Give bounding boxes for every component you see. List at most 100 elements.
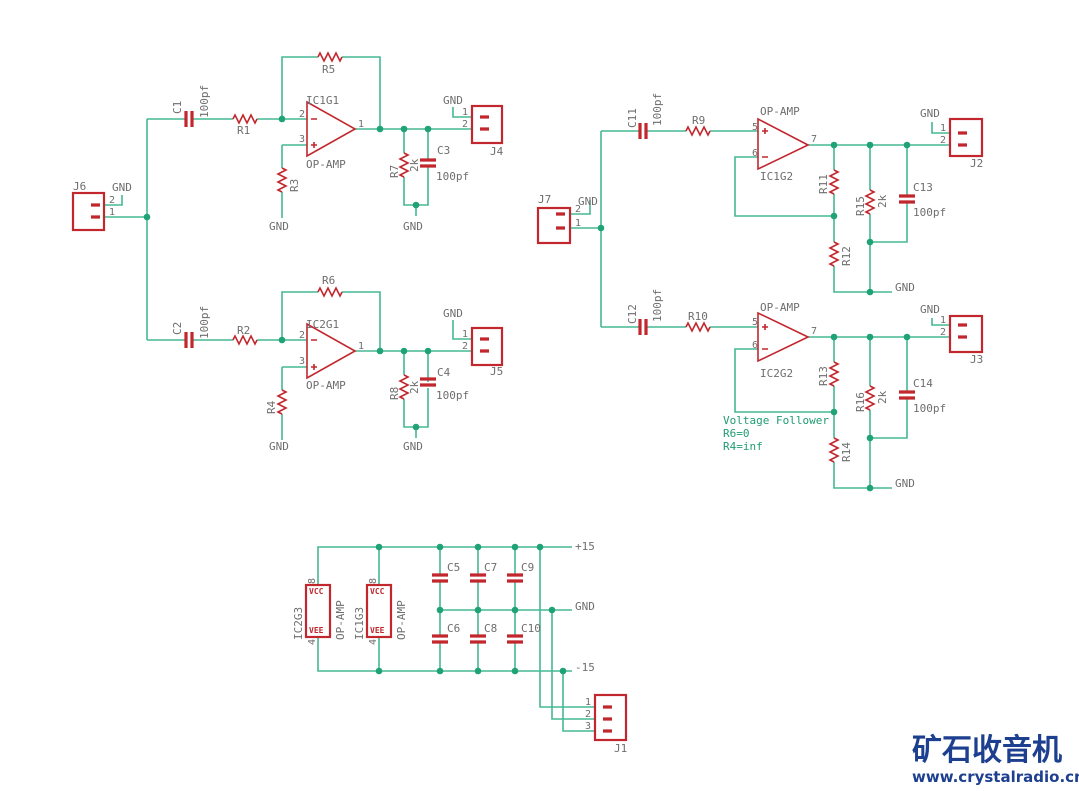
gnd-label: GND xyxy=(269,220,289,233)
pin-number: 1 xyxy=(109,207,115,218)
pin-number: 2 xyxy=(575,204,581,215)
capacitor-c6[interactable] xyxy=(432,634,448,644)
vee-label: VEE xyxy=(370,626,385,635)
resistor-value: 2k xyxy=(408,380,421,394)
connector-j7[interactable] xyxy=(536,206,572,245)
connector-j1[interactable] xyxy=(593,693,628,742)
capacitor-label: C14 xyxy=(913,377,933,390)
opamp-type: OP-AMP xyxy=(760,105,800,118)
opamp-label: IC2G2 xyxy=(760,367,793,380)
capacitor-label: C9 xyxy=(521,561,534,574)
opamp-ic2g1[interactable] xyxy=(306,322,357,380)
pin-number: 8 xyxy=(307,578,318,584)
capacitor-c11[interactable] xyxy=(638,123,648,139)
note-line: R4=inf xyxy=(723,440,763,453)
pin-number: 5 xyxy=(752,317,758,328)
opamp-power-ic2g3[interactable] xyxy=(304,583,332,639)
watermark-title: 矿石收音机 xyxy=(912,733,1062,768)
gnd-label: GND xyxy=(403,220,423,233)
gnd-label: GND xyxy=(895,477,915,490)
capacitor-c5[interactable] xyxy=(432,573,448,583)
connector-j5[interactable] xyxy=(470,326,504,367)
rail-label-gnd: GND xyxy=(575,600,595,613)
resistor-r8[interactable] xyxy=(398,374,410,400)
resistor-r16[interactable] xyxy=(864,385,876,411)
pin-number: 2 xyxy=(585,709,591,720)
capacitor-c4[interactable] xyxy=(420,377,436,387)
connector-label: J6 xyxy=(73,180,86,193)
connector-j4[interactable] xyxy=(470,104,504,145)
pin-number: 2 xyxy=(299,330,305,341)
capacitor-c2[interactable] xyxy=(184,332,194,348)
capacitor-label: C8 xyxy=(484,622,497,635)
capacitor-c12[interactable] xyxy=(638,319,648,335)
resistor-r15[interactable] xyxy=(864,189,876,215)
opamp-ic1g1[interactable] xyxy=(306,100,357,158)
opamp-ic2g2[interactable] xyxy=(757,311,810,363)
resistor-r14[interactable] xyxy=(828,437,840,463)
capacitor-c7[interactable] xyxy=(470,573,486,583)
connector-j6[interactable] xyxy=(71,191,106,232)
wire xyxy=(601,318,950,489)
junctions xyxy=(278,336,432,431)
resistor-r9[interactable] xyxy=(685,125,711,137)
resistor-label: R16 xyxy=(854,392,867,412)
capacitor-c1[interactable] xyxy=(184,111,194,127)
rail-label-pos15: +15 xyxy=(575,540,595,553)
connector-j2[interactable] xyxy=(948,117,984,158)
capacitor-label: C12 xyxy=(626,304,639,324)
resistor-r4[interactable] xyxy=(276,389,288,415)
capacitor-c13[interactable] xyxy=(899,194,915,204)
resistor-r13[interactable] xyxy=(828,361,840,387)
capacitor-label: C5 xyxy=(447,561,460,574)
opamp-label: IC1G1 xyxy=(306,94,339,107)
resistor-label: R10 xyxy=(688,310,708,323)
resistor-r5[interactable] xyxy=(317,51,343,63)
pin-number: 2 xyxy=(940,327,946,338)
vee-label: VEE xyxy=(309,626,324,635)
resistor-r6[interactable] xyxy=(317,286,343,298)
pin-number: 1 xyxy=(358,341,364,352)
opamp-label: IC1G2 xyxy=(760,170,793,183)
opamp-power-ic1g3[interactable] xyxy=(365,583,393,639)
pin-number: 6 xyxy=(752,148,758,159)
resistor-label: R4 xyxy=(265,400,278,414)
resistor-r2[interactable] xyxy=(232,334,258,346)
capacitor-c8[interactable] xyxy=(470,634,486,644)
capacitor-value: 100pf xyxy=(651,289,664,322)
gnd-label: GND xyxy=(443,94,463,107)
gnd-label: GND xyxy=(269,440,289,453)
resistor-r11[interactable] xyxy=(828,169,840,195)
pin-number: 7 xyxy=(811,134,817,145)
opamp-type: OP-AMP xyxy=(760,301,800,314)
capacitor-c3[interactable] xyxy=(420,158,436,168)
capacitor-c9[interactable] xyxy=(507,573,523,583)
capacitor-label: C1 xyxy=(171,101,184,114)
capacitor-label: C10 xyxy=(521,622,541,635)
capacitor-c10[interactable] xyxy=(507,634,523,644)
resistor-r7[interactable] xyxy=(398,152,410,178)
resistor-r12[interactable] xyxy=(828,241,840,267)
wire xyxy=(147,291,472,440)
capacitor-value: 100pf xyxy=(436,170,469,183)
power-section: VCC VEE 8 4 IC2G3 OP-AMP VCC VEE 8 4 IC1… xyxy=(292,540,627,755)
watermark-url: www.crystalradio.cn xyxy=(912,768,1079,786)
note-line: Voltage Follower xyxy=(723,414,829,427)
connector-j3[interactable] xyxy=(948,314,984,354)
capacitor-c14[interactable] xyxy=(899,390,915,400)
pin-number: 1 xyxy=(575,218,581,229)
resistor-r10[interactable] xyxy=(685,321,711,333)
resistor-r3[interactable] xyxy=(276,167,288,193)
resistor-label: R11 xyxy=(817,174,830,194)
opamp-ic1g2[interactable] xyxy=(757,117,810,171)
capacitor-value: 100pf xyxy=(198,306,211,339)
resistor-r1[interactable] xyxy=(232,113,258,125)
wire xyxy=(601,122,950,293)
ic-label: IC2G3 xyxy=(292,607,305,640)
wire xyxy=(104,56,472,340)
junctions xyxy=(143,115,432,221)
pin-number: 1 xyxy=(940,315,946,326)
circuit-3: C11 100pf R9 OP-AMP IC1G2 5 6 7 R11 R12 … xyxy=(601,93,984,296)
opamp-type: OP-AMP xyxy=(306,379,346,392)
opamp-type: OP-AMP xyxy=(306,158,346,171)
